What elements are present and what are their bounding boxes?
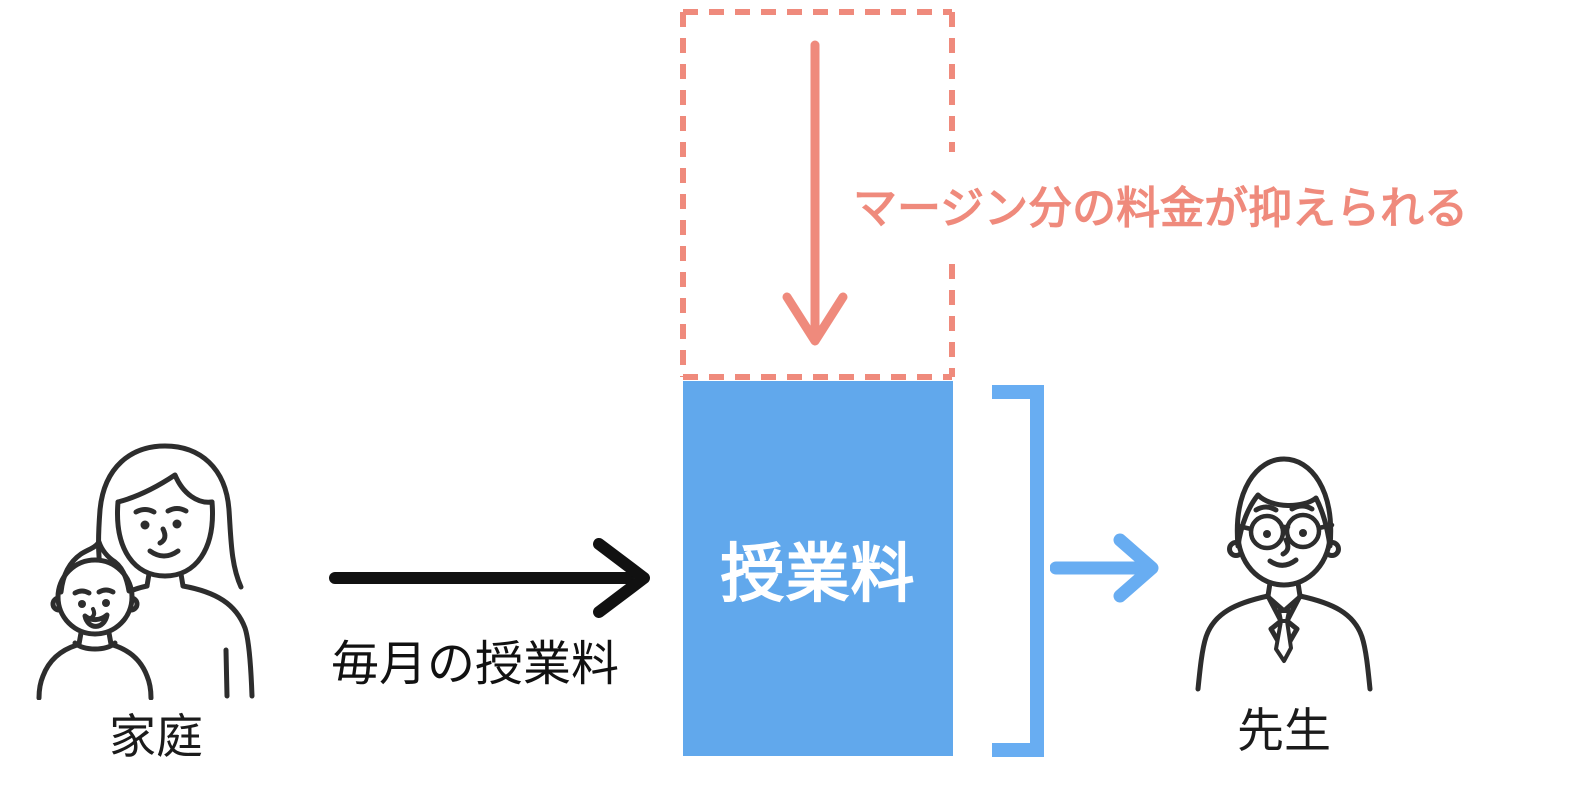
teacher-glasses-right [1284,512,1322,550]
teacher-glasses-bridge [1235,522,1335,532]
mother-hair [96,443,244,591]
tuition-box-label: 授業料 [720,537,916,612]
teacher-brows [1253,503,1315,513]
teacher-glasses-left [1248,513,1286,551]
child-neck [76,630,114,647]
teacher-shoulder-right [1297,593,1373,692]
child-eye-left [78,600,86,608]
flow-arrow-head [593,538,650,618]
teacher-icon [1195,456,1373,692]
mother-face [115,499,215,579]
tuition-box: 授業料 [683,381,953,756]
family-icon [36,443,255,700]
child-shoulder-left [36,642,80,700]
mother-eye-left [140,520,150,530]
mother-arm-line [223,647,230,699]
margin-reduction-note: マージン分の料金が抑えられる [853,183,1469,234]
flow-arrow-label: 毎月の授業料 [331,636,620,692]
teacher-shoulder-left [1195,593,1271,692]
dashed-reduction-box [680,9,955,380]
child-mouth [82,612,110,629]
mother-smile [147,548,181,559]
child-shoulder-right [110,642,154,700]
teacher-smile [1267,557,1299,568]
flow-arrow-icon [329,538,650,618]
child-brows [72,587,116,596]
teacher-nose [1280,537,1291,557]
child-fringe [58,539,132,595]
teacher-label: 先生 [1237,704,1331,759]
down-arrow-head [782,292,848,346]
mother-fringe [115,472,215,505]
mother-brow-right [165,506,189,514]
teacher-eye-left [1263,530,1271,538]
mother-nose [157,526,168,546]
payout-arrow-head [1113,533,1159,603]
teacher-tie [1274,619,1293,663]
child-head [55,557,135,637]
mother-brow-left [133,507,157,515]
teacher-eye-right [1299,529,1307,537]
family-label: 家庭 [109,710,203,765]
mother-eye-right [172,519,182,529]
payout-arrow-icon [1050,533,1159,603]
child-eye-right [102,599,110,607]
bracket-icon [992,385,1044,757]
teacher-hair [1234,456,1334,549]
mother-shoulder-right [180,583,255,699]
